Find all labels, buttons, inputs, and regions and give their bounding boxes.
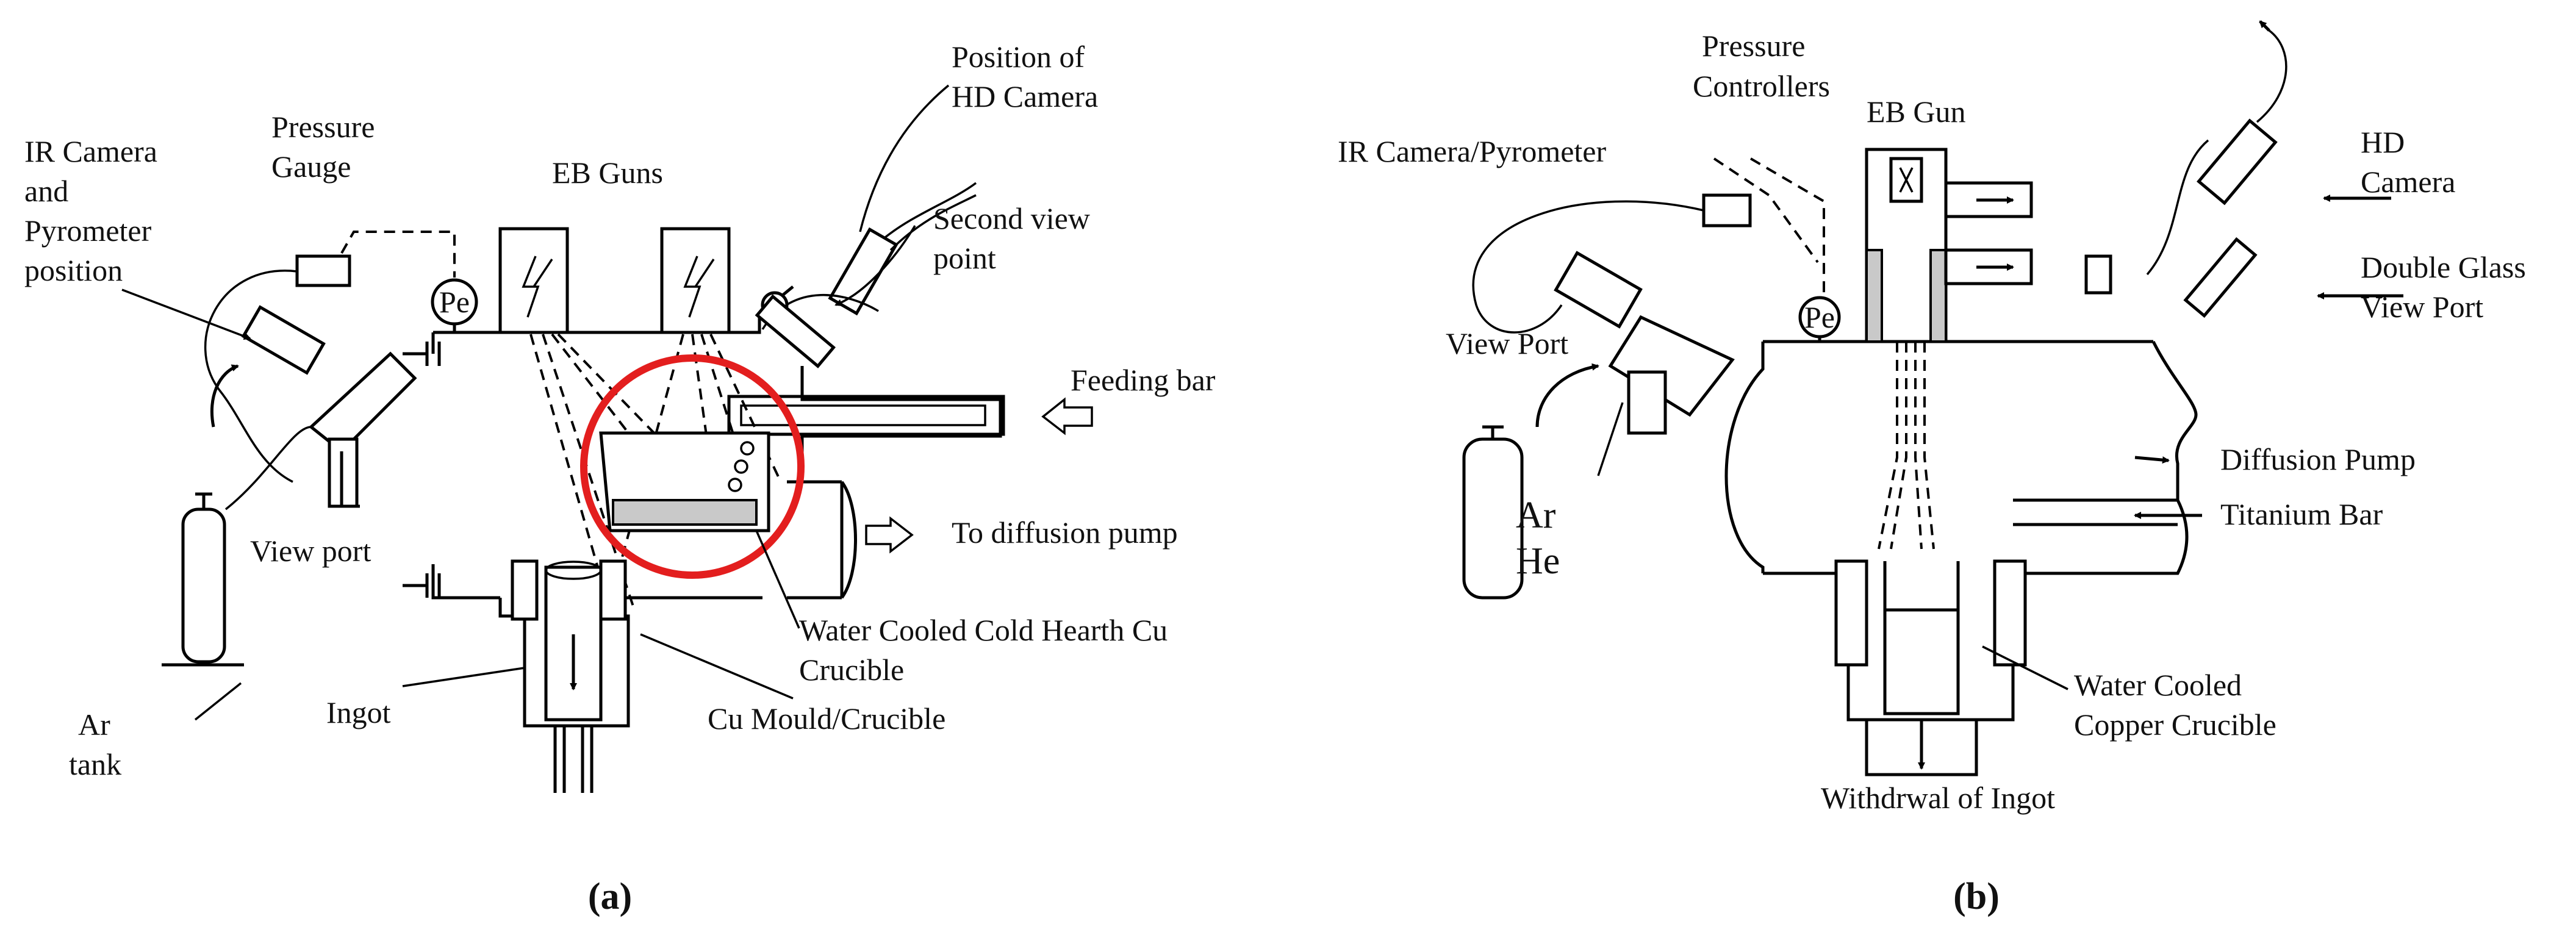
electron-beams-b	[1878, 342, 1935, 550]
label-feeding-bar-a: Feeding bar	[1071, 363, 1216, 397]
label-gas-b-1: Ar	[1516, 495, 1556, 536]
label-ar-tank-a-2: tank	[69, 747, 121, 781]
label-diffusion-pump-a: To diffusion pump	[952, 515, 1178, 550]
chamber-a	[431, 285, 1002, 600]
gauge-symbol-a: Pe	[439, 285, 470, 319]
hd-camera-a	[755, 182, 977, 368]
label-view-port-a: View port	[250, 534, 371, 568]
label-eb-guns-a: EB Guns	[552, 156, 663, 190]
titanium-bar-b	[2013, 498, 2178, 526]
eb-gun-a-left	[498, 227, 569, 334]
ar-tank-a	[162, 426, 312, 667]
label-ir-camera-b: IR Camera/Pyrometer	[1338, 134, 1606, 168]
gas-cylinder-b	[1462, 363, 1599, 600]
label-mould-a: Cu Mould/Crucible	[708, 701, 945, 736]
label-hd-camera-a-1: Position of	[952, 40, 1085, 74]
label-pressure-gauge-a-2: Gauge	[271, 149, 351, 184]
label-double-glass-b-1: Double Glass	[2361, 250, 2526, 284]
caption-a: (a)	[588, 876, 632, 917]
label-gas-b-2: He	[1516, 540, 1560, 582]
label-double-glass-b-2: View Port	[2361, 290, 2483, 324]
label-second-view-a-2: point	[933, 241, 996, 275]
label-crucible-b-1: Water Cooled	[2074, 668, 2242, 702]
label-titanium-bar-b: Titanium Bar	[2220, 497, 2383, 531]
label-withdrawal-b: Withdrwal of Ingot	[1821, 781, 2055, 815]
label-ir-camera-a-2: and	[24, 174, 68, 208]
highlight-circle	[580, 354, 805, 579]
feeding-bar-a	[727, 395, 1005, 436]
label-ar-tank-a-1: Ar	[78, 708, 110, 742]
view-port-a	[309, 351, 417, 454]
label-hd-camera-a-2: HD Camera	[952, 79, 1098, 113]
caption-b: (b)	[1953, 876, 2000, 917]
label-hd-camera-b-1: HD	[2361, 125, 2405, 159]
label-eb-gun-b: EB Gun	[1867, 95, 1966, 129]
chamber-b	[1724, 340, 2198, 575]
pressure-gauge-a	[295, 254, 351, 287]
label-ingot-a: Ingot	[326, 695, 391, 729]
diffusion-pipe-a	[787, 480, 857, 600]
label-pressure-gauge-a-1: Pressure	[271, 110, 375, 144]
label-pressure-controllers-b-2: Controllers	[1693, 69, 1830, 103]
label-hearth-a-2: Crucible	[799, 653, 904, 687]
label-ir-camera-a-3: Pyrometer	[24, 213, 152, 248]
label-hearth-a-1: Water Cooled Cold Hearth Cu	[799, 613, 1168, 647]
panel-b: Pe IR Camera/Pyrometer Press	[1338, 20, 2526, 917]
label-crucible-b-2: Copper Crucible	[2074, 708, 2276, 742]
label-hd-camera-b-2: Camera	[2361, 165, 2455, 199]
eb-gun-b	[1865, 148, 2033, 343]
hd-camera-b	[2084, 20, 2287, 318]
label-diffusion-pump-b: Diffusion Pump	[2220, 442, 2416, 476]
label-ir-camera-a-1: IR Camera	[24, 134, 157, 168]
ir-camera-a	[241, 305, 326, 375]
label-pressure-controllers-b-1: Pressure	[1702, 29, 1805, 63]
panel-a: Pe	[24, 40, 1216, 917]
eb-gun-a-right	[660, 227, 731, 334]
pump-arrow-a	[865, 516, 914, 554]
gauge-symbol-b: Pe	[1804, 300, 1835, 334]
feed-arrow-a	[1041, 397, 1093, 435]
label-ir-camera-a-4: position	[24, 253, 123, 287]
view-port-b	[1608, 315, 1735, 417]
label-second-view-a-1: Second view	[933, 201, 1090, 235]
pressure-controller-b	[1702, 193, 1752, 228]
label-view-port-b: View Port	[1446, 326, 1568, 360]
